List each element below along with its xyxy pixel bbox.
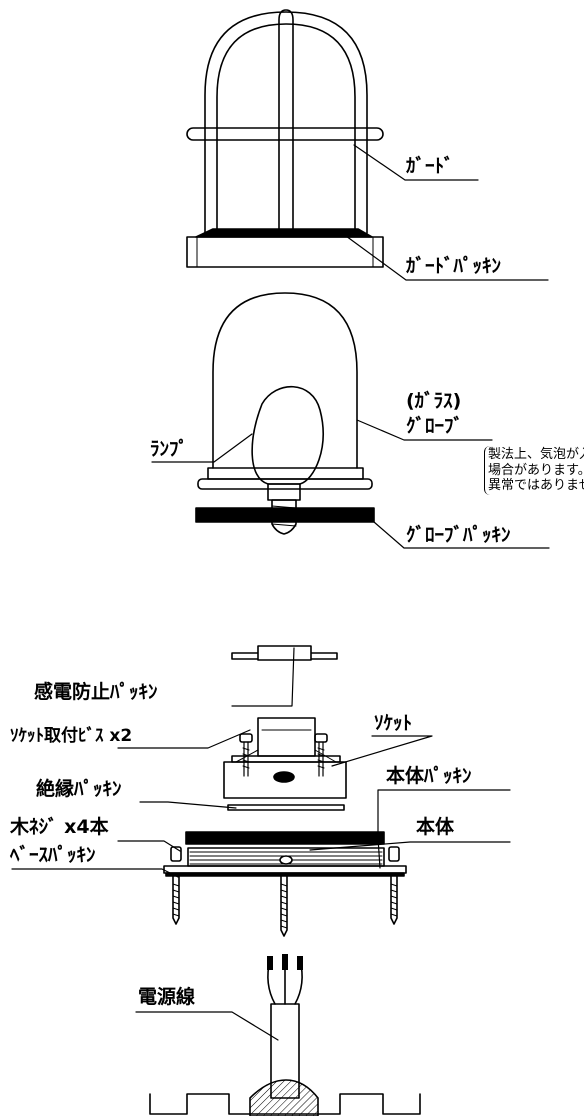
glass-globe bbox=[197, 292, 373, 490]
socket-screw-right bbox=[314, 733, 328, 777]
label-lamp: ﾗﾝﾌﾟ bbox=[150, 438, 189, 460]
label-socket: ｿｹｯﾄ bbox=[374, 712, 413, 734]
label-insulation-packing: 絶縁ﾊﾟｯｷﾝ bbox=[36, 778, 122, 800]
globe-note-line-2: 場合があります。 bbox=[488, 462, 584, 478]
shock-prevention-packing bbox=[231, 645, 338, 661]
label-guard: ｶﾞｰﾄﾞ bbox=[406, 155, 454, 177]
label-globe-packing: ｸﾞﾛｰﾌﾞﾊﾟｯｷﾝ bbox=[406, 524, 511, 546]
label-base-packing: ﾍﾞｰｽﾊﾟｯｷﾝ bbox=[10, 844, 96, 866]
label-shock-prevention-packing: 感電防止ﾊﾟｯｷﾝ bbox=[34, 681, 158, 703]
globe-packing bbox=[195, 507, 375, 523]
globe-note-line-1: 製法上、気泡が入る bbox=[488, 447, 584, 462]
globe-note: 製法上、気泡が入る 場合があります。 異常ではありません bbox=[484, 446, 584, 495]
base-plate bbox=[163, 865, 407, 877]
leader-lines bbox=[11, 144, 550, 1041]
socket-screw-left bbox=[239, 733, 253, 777]
label-guard-packing: ｶﾞｰﾄﾞﾊﾟｯｷﾝ bbox=[406, 255, 502, 277]
label-glass-paren: (ｶﾞﾗｽ) bbox=[406, 390, 462, 412]
insulation-packing bbox=[227, 804, 345, 811]
label-globe: ｸﾞﾛｰﾌﾞ bbox=[406, 415, 464, 437]
label-power-wire: 電源線 bbox=[138, 986, 196, 1008]
label-wood-screw: 木ﾈｼﾞ x4本 bbox=[10, 816, 109, 838]
globe-note-line-3: 異常ではありません bbox=[488, 478, 584, 494]
label-body-packing: 本体ﾊﾟｯｷﾝ bbox=[386, 765, 472, 787]
mounting-surface bbox=[149, 1079, 421, 1116]
socket bbox=[223, 717, 347, 799]
body bbox=[187, 847, 385, 867]
label-socket-screw: ｿｹｯﾄ取付ﾋﾞｽ x2 bbox=[10, 726, 133, 746]
lamp-bulb bbox=[251, 385, 324, 535]
wood-screws bbox=[170, 846, 400, 937]
power-wire bbox=[267, 954, 303, 1099]
label-body: 本体 bbox=[416, 816, 455, 838]
guard-cage bbox=[186, 9, 384, 268]
body-packing bbox=[185, 831, 385, 845]
